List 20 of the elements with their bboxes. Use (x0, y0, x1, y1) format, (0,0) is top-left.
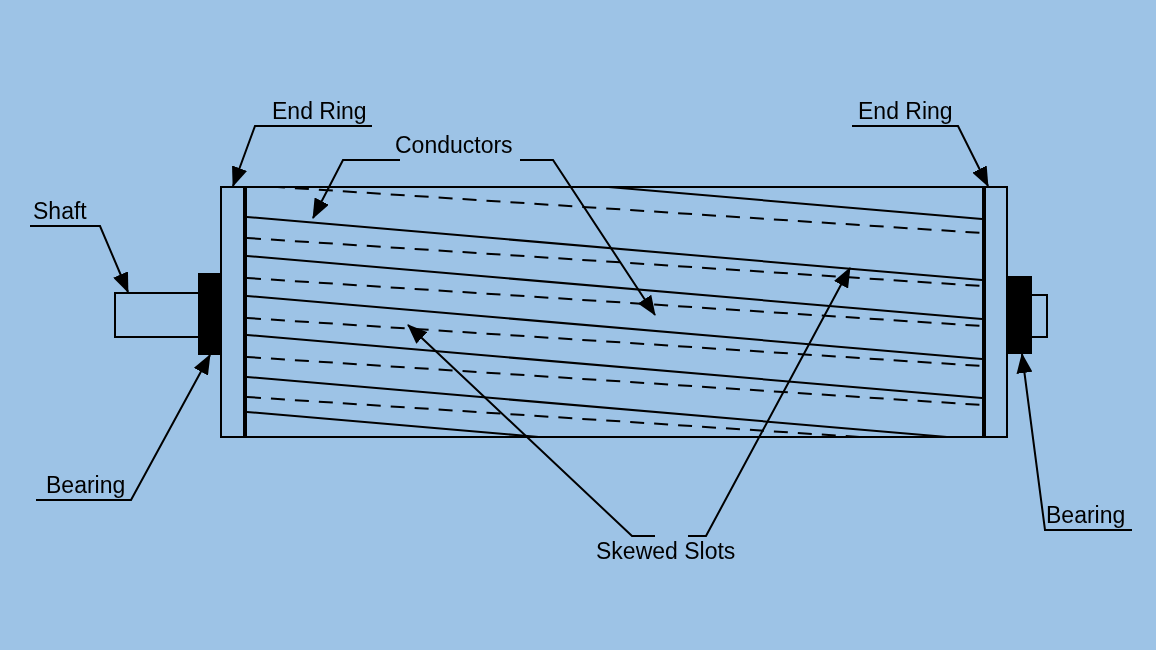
end-ring (220, 186, 245, 438)
leader-line (407, 324, 656, 537)
part-label: Shaft (33, 200, 88, 226)
part-label: Conductors (395, 134, 514, 160)
leader-line (851, 125, 989, 187)
leader-line (1016, 353, 1133, 531)
leader-line (232, 125, 373, 187)
part-label: End Ring (858, 100, 954, 126)
leader-line (35, 354, 211, 501)
leader-line (312, 159, 401, 219)
bearing-block (198, 273, 220, 355)
part-label: Skewed Slots (596, 540, 737, 566)
part-label: End Ring (272, 100, 368, 126)
bearing-block (1008, 276, 1032, 354)
leader-line (687, 267, 851, 537)
part-label: Bearing (1046, 504, 1127, 530)
end-ring (984, 186, 1008, 438)
leader-line (519, 159, 656, 316)
leader-line (29, 225, 129, 293)
part-label: Bearing (46, 474, 127, 500)
